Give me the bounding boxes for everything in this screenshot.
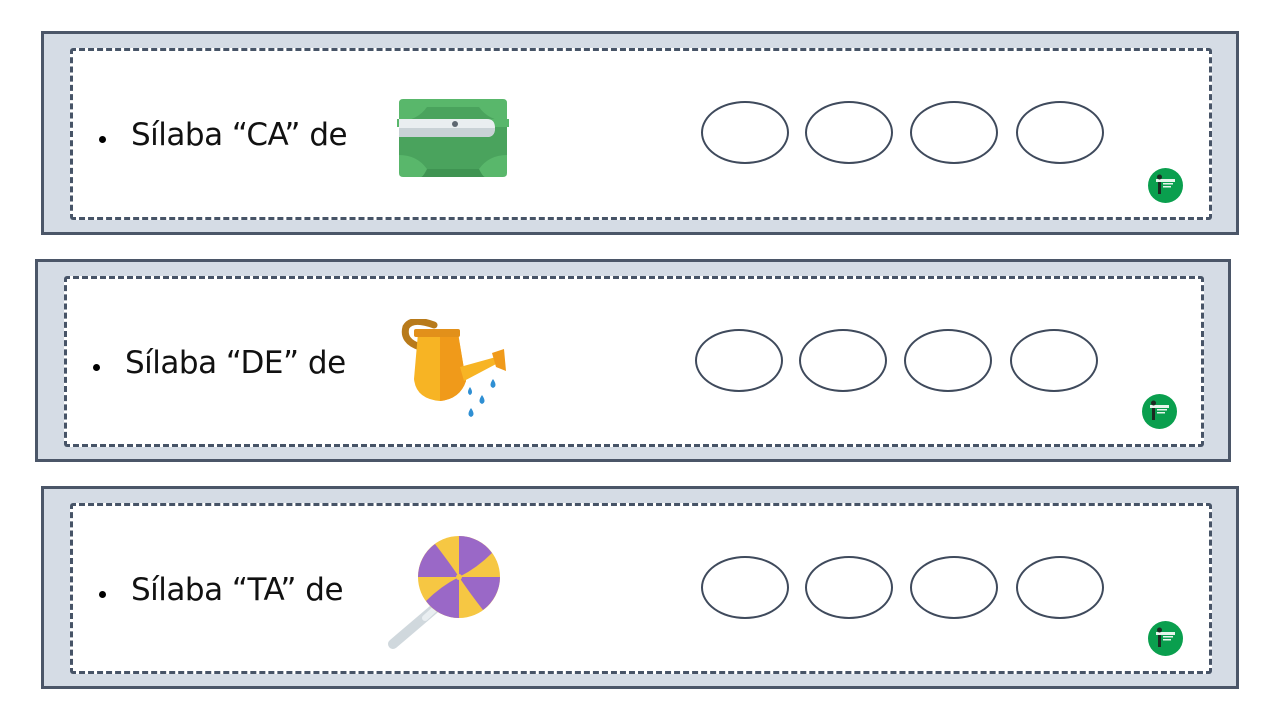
teacher-logo-icon: [1148, 168, 1183, 203]
dashed-frame: Sílaba “DE” de: [64, 276, 1204, 447]
syllable-prompt: Sílaba “CA” de: [131, 117, 348, 153]
bullet-point: [99, 136, 106, 143]
teacher-logo-icon: [1148, 621, 1183, 656]
watering-can-icon: [400, 318, 512, 435]
teacher-logo-icon: [1142, 394, 1177, 429]
answer-oval[interactable]: [695, 329, 783, 392]
answer-oval[interactable]: [1016, 101, 1104, 164]
answer-oval[interactable]: [701, 556, 789, 619]
syllable-card-ca: Sílaba “CA” de: [41, 31, 1239, 235]
bullet-point: [99, 591, 106, 598]
pencil-sharpener-icon: [397, 97, 509, 183]
answer-oval[interactable]: [799, 329, 887, 392]
answer-oval[interactable]: [805, 556, 893, 619]
answer-oval[interactable]: [1016, 556, 1104, 619]
answer-oval[interactable]: [805, 101, 893, 164]
answer-oval[interactable]: [910, 556, 998, 619]
answer-oval[interactable]: [701, 101, 789, 164]
bullet-point: [93, 364, 100, 371]
answer-oval[interactable]: [1010, 329, 1098, 392]
syllable-prompt: Sílaba “TA” de: [131, 572, 344, 608]
answer-oval[interactable]: [904, 329, 992, 392]
dashed-frame: Sílaba “CA” de: [70, 48, 1212, 220]
answer-oval[interactable]: [910, 101, 998, 164]
lollipop-icon: [385, 532, 505, 656]
syllable-card-de: Sílaba “DE” de: [35, 259, 1231, 462]
dashed-frame: Sílaba “TA” de: [70, 503, 1212, 674]
syllable-prompt: Sílaba “DE” de: [125, 345, 346, 381]
syllable-card-ta: Sílaba “TA” de: [41, 486, 1239, 689]
